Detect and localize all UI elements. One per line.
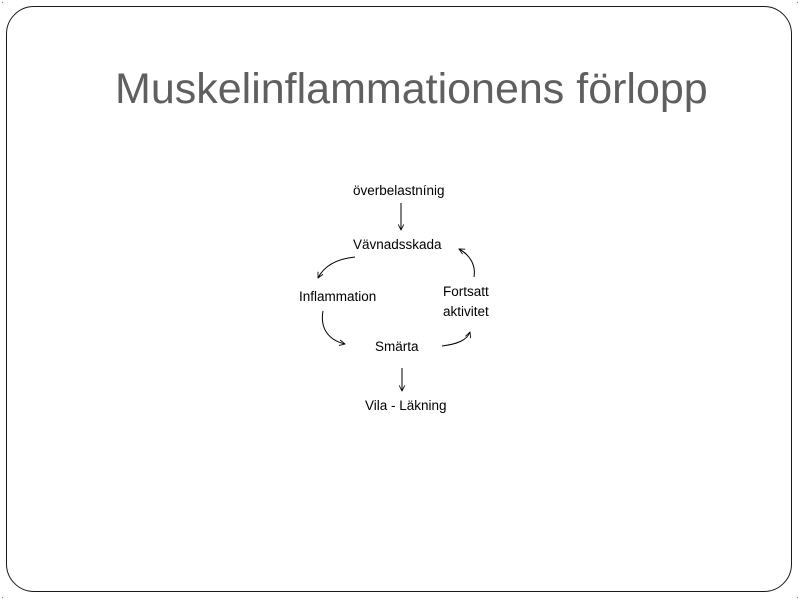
corner-marker-top-right xyxy=(797,2,798,3)
corner-marker-top-left xyxy=(2,2,3,3)
node-fortsatt-line2: aktivitet xyxy=(443,304,489,319)
arrow-smarta-to-fortsatt xyxy=(441,332,470,347)
node-vila: Vila - Läkning xyxy=(365,398,447,413)
slide-frame xyxy=(6,6,792,592)
arrow-vavnadsskada-to-inflammation xyxy=(317,256,356,278)
node-overbelastning: överbelastnínig xyxy=(353,183,445,198)
corner-marker-bottom-right xyxy=(797,597,798,598)
node-inflammation: Inflammation xyxy=(299,289,376,304)
node-smarta: Smärta xyxy=(375,339,419,354)
arrow-inflammation-to-smarta xyxy=(321,310,345,344)
slide-title: Muskelinflammationens förlopp xyxy=(115,65,708,113)
node-vavnadsskada: Vävnadsskada xyxy=(353,237,442,252)
arrow-fortsatt-to-vavnadsskada xyxy=(459,249,475,278)
node-fortsatt-line1: Fortsatt xyxy=(443,284,489,299)
corner-marker-bottom-left xyxy=(2,597,3,598)
